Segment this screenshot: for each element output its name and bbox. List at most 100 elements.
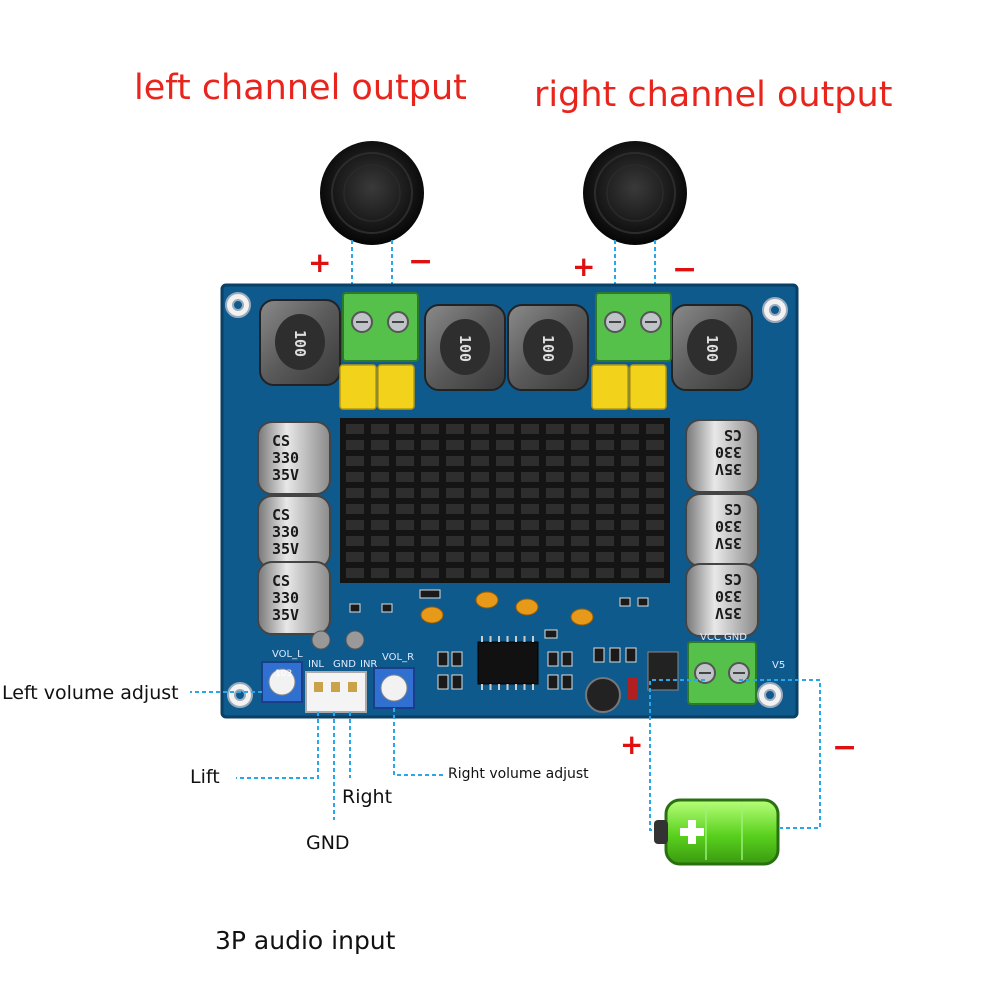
heatsink-fin bbox=[646, 536, 664, 546]
left-speaker-icon bbox=[320, 141, 424, 245]
right-input-label: Right bbox=[342, 786, 393, 808]
heatsink-fin bbox=[496, 536, 514, 546]
heatsink-fin bbox=[471, 504, 489, 514]
silk-inl: INL bbox=[308, 659, 324, 670]
heatsink-fin bbox=[546, 424, 564, 434]
heatsink-fin bbox=[346, 424, 364, 434]
heatsink-fin bbox=[621, 568, 639, 578]
heatsink-fin bbox=[546, 552, 564, 562]
heatsink-fin bbox=[471, 488, 489, 498]
heatsink-fin bbox=[346, 488, 364, 498]
right-plus-sign: + bbox=[572, 250, 596, 283]
heatsink-fin bbox=[546, 520, 564, 530]
cap-label: CS bbox=[272, 432, 290, 450]
cap-label: 330 bbox=[272, 523, 299, 541]
inductor-label: 100 bbox=[703, 335, 721, 362]
heatsink-fin bbox=[496, 568, 514, 578]
heatsink-fin bbox=[371, 568, 389, 578]
heatsink-fin bbox=[446, 552, 464, 562]
heatsink-fin bbox=[446, 488, 464, 498]
heatsink-fin bbox=[371, 488, 389, 498]
audio-input-header bbox=[305, 671, 367, 713]
ic-chip bbox=[477, 636, 539, 690]
heatsink-fin bbox=[596, 568, 614, 578]
heatsink-fin bbox=[496, 456, 514, 466]
heatsink-fin bbox=[596, 520, 614, 530]
heatsink-fin bbox=[396, 536, 414, 546]
heatsink-fin bbox=[596, 440, 614, 450]
heatsink-fin bbox=[646, 504, 664, 514]
gnd-input-label: GND bbox=[306, 832, 350, 854]
audio-input-caption: 3P audio input bbox=[215, 926, 396, 955]
heatsink-fin bbox=[571, 488, 589, 498]
heatsink-fin bbox=[521, 424, 539, 434]
heatsink-fin bbox=[596, 424, 614, 434]
heatsink-fin bbox=[346, 472, 364, 482]
cap-label: 35V bbox=[272, 606, 299, 624]
heatsink-fin bbox=[446, 456, 464, 466]
heatsink-fin bbox=[421, 504, 439, 514]
heatsink-fin bbox=[621, 520, 639, 530]
heatsink-fin bbox=[346, 552, 364, 562]
heatsink-fin bbox=[346, 520, 364, 530]
heatsink-fin bbox=[346, 440, 364, 450]
heatsink-fin bbox=[521, 520, 539, 530]
heatsink-fin bbox=[396, 520, 414, 530]
heatsink-fin bbox=[396, 552, 414, 562]
heatsink-fin bbox=[546, 440, 564, 450]
cap-label: CS bbox=[724, 426, 742, 444]
heatsink-fin bbox=[421, 440, 439, 450]
heatsink-fin bbox=[446, 536, 464, 546]
heatsink-fin bbox=[421, 568, 439, 578]
heatsink-fin bbox=[571, 520, 589, 530]
heatsink-fin bbox=[646, 568, 664, 578]
heatsink-fin bbox=[496, 424, 514, 434]
heatsink-fin bbox=[371, 472, 389, 482]
heatsink-fin bbox=[446, 472, 464, 482]
silk-power: VCC GND bbox=[700, 632, 747, 643]
left-minus-sign: − bbox=[408, 244, 434, 279]
heatsink-fin bbox=[471, 536, 489, 546]
heatsink-fin bbox=[621, 504, 639, 514]
cap-label: 35V bbox=[715, 604, 742, 622]
heatsink-fin bbox=[421, 520, 439, 530]
heatsink-fin bbox=[446, 520, 464, 530]
regulator-icon bbox=[628, 651, 679, 700]
ceramic-capacitor-icons bbox=[420, 591, 594, 626]
heatsink-fin bbox=[621, 440, 639, 450]
electrolytic-capacitor-icons bbox=[257, 419, 759, 637]
heatsink-fin bbox=[421, 456, 439, 466]
heatsink-fin bbox=[646, 520, 664, 530]
right-volume-adjust-label: Right volume adjust bbox=[448, 766, 589, 782]
cap-label: 330 bbox=[272, 449, 299, 467]
heatsink-fin bbox=[646, 456, 664, 466]
inductor-label: 100 bbox=[291, 330, 309, 357]
heatsink-fin bbox=[471, 424, 489, 434]
heatsink-fin bbox=[521, 488, 539, 498]
silk-gnd: GND bbox=[333, 659, 356, 670]
heatsink-fin bbox=[621, 424, 639, 434]
heatsink-fin bbox=[446, 440, 464, 450]
cap-label: 35V bbox=[272, 540, 299, 558]
cap-label: 35V bbox=[715, 460, 742, 478]
heatsink-fin bbox=[421, 552, 439, 562]
silk-inr: INR bbox=[360, 659, 377, 670]
cap-label: 330 bbox=[715, 443, 742, 461]
heatsink-fin bbox=[346, 568, 364, 578]
heatsink-fin bbox=[621, 456, 639, 466]
right-speaker-terminal bbox=[595, 292, 672, 362]
heatsink-fin bbox=[471, 568, 489, 578]
heatsink-fin bbox=[521, 552, 539, 562]
cap-label: 330 bbox=[715, 517, 742, 535]
heatsink-fin bbox=[346, 536, 364, 546]
right-channel-output-title: right channel output bbox=[534, 75, 893, 115]
heatsink-fin bbox=[546, 568, 564, 578]
heatsink-fin bbox=[346, 456, 364, 466]
inductor-icons bbox=[259, 299, 753, 391]
left-speaker-terminal bbox=[342, 292, 419, 362]
heatsink-fin bbox=[496, 552, 514, 562]
heatsink-fin bbox=[571, 504, 589, 514]
heatsink-fin bbox=[471, 456, 489, 466]
heatsink-fin bbox=[521, 440, 539, 450]
